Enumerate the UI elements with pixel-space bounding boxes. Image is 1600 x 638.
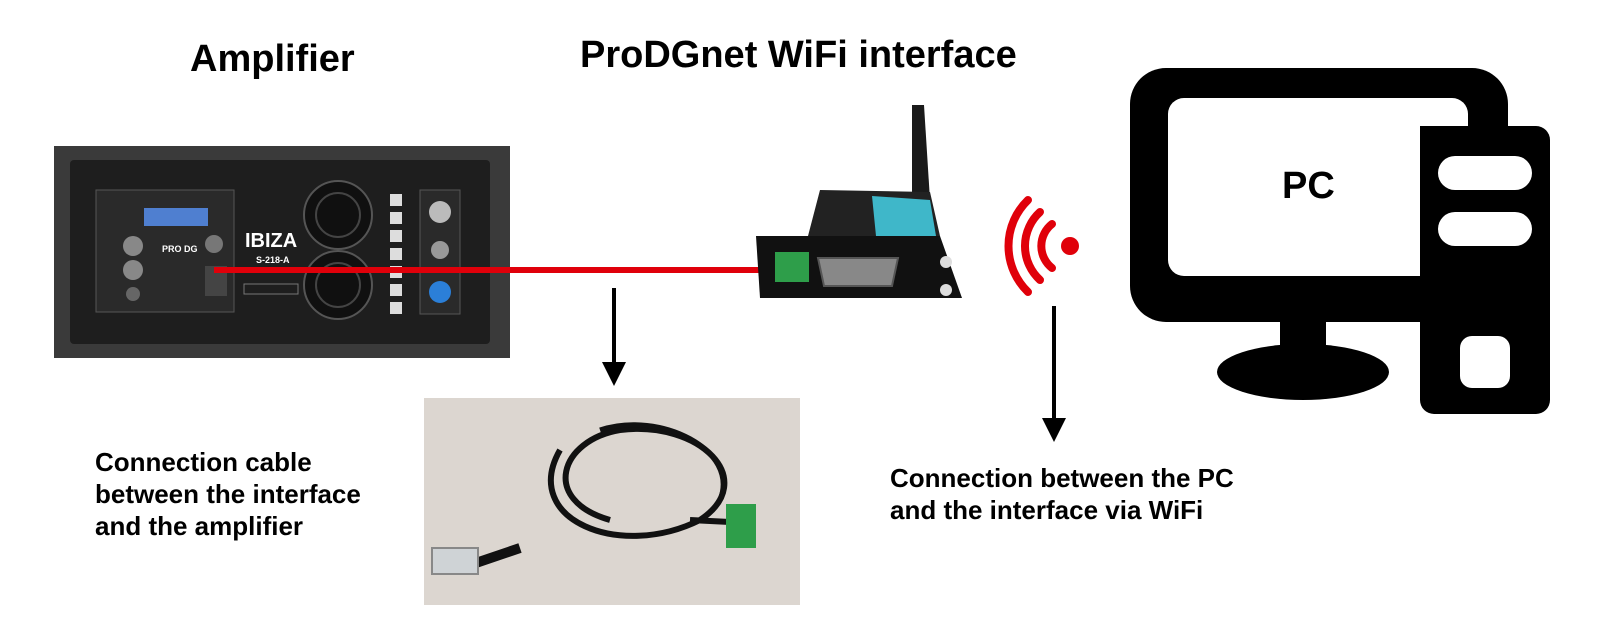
arrow-to-wifi-caption: [1042, 306, 1066, 442]
pc-label: PC: [1282, 165, 1335, 207]
cable-caption: Connection cable between the interface a…: [95, 446, 415, 542]
wifi-caption: Connection between the PC and the interf…: [890, 462, 1310, 526]
arrow-to-cable: [602, 288, 626, 386]
rj45-plug: [431, 547, 479, 575]
connection-cable-photo: [424, 398, 800, 605]
cable-caption-line: and the amplifier: [95, 511, 304, 541]
amp-brand: IBIZA: [245, 230, 297, 252]
wifi-signal-icon: [1004, 196, 1079, 296]
pc-icon: PC: [1130, 68, 1550, 414]
cable-caption-line: Connection cable: [95, 447, 312, 477]
interface-title: ProDGnet WiFi interface: [580, 34, 1017, 76]
serial-port: [816, 257, 900, 287]
green-terminal: [775, 252, 809, 282]
amp-logo: PRO DG: [162, 244, 198, 254]
green-connector: [726, 504, 756, 548]
wifi-caption-line: Connection between the PC: [890, 463, 1234, 493]
amplifier-title: Amplifier: [190, 38, 355, 80]
wifi-caption-line: and the interface via WiFi: [890, 495, 1204, 525]
antenna: [912, 105, 930, 200]
cable-caption-line: between the interface: [95, 479, 361, 509]
wifi-interface-device: [756, 105, 962, 298]
amplifier-panel-photo: PRO DG IBIZA S-218-A: [54, 146, 510, 358]
amp-model: S-218-A: [256, 255, 290, 265]
